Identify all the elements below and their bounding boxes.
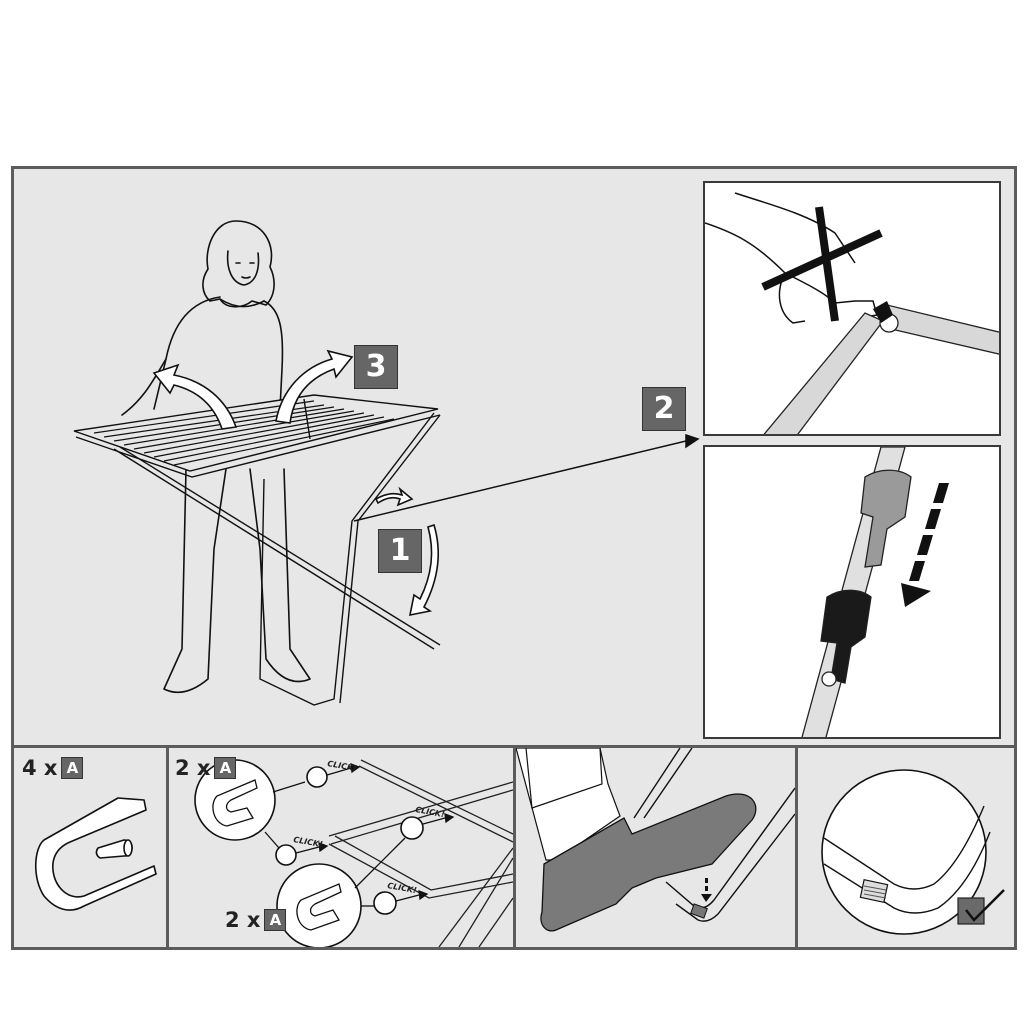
dashed-arrow-down-icon: [901, 483, 949, 607]
checkbox-checked-icon: [957, 897, 985, 925]
clip-part-illustration: [34, 797, 157, 911]
clip-position-3: [400, 816, 424, 840]
dashed-arrow-down-icon: [701, 878, 712, 902]
part-a-badge: A: [61, 757, 84, 779]
clip-group-bottom-label: 2 x A: [225, 908, 287, 932]
panel-divider: [513, 748, 516, 947]
panel-divider: [795, 748, 798, 947]
hand-on-hinge-illustration: [705, 192, 999, 434]
part-a-badge: A: [264, 909, 287, 931]
step-badge-2: 2: [642, 387, 686, 431]
clip-position-2: [275, 844, 297, 866]
foot-pressing-leg-illustration: [516, 748, 795, 932]
sleeve-unlocked: [860, 469, 912, 568]
section-divider: [14, 745, 1014, 748]
shoe-icon: [540, 793, 757, 932]
clip-group-top-label: 2 x A: [175, 756, 237, 780]
step-badge-1: 1: [378, 529, 422, 573]
clip-quantity-label: 4 x A: [22, 756, 84, 780]
clip-position-4: [373, 891, 397, 915]
checkmark-icon: [965, 889, 1005, 922]
instruction-frame: 3 2 1: [11, 166, 1017, 950]
woman-unfolding-rack-illustration: [73, 220, 700, 706]
panel-clip-part: 4 x A: [14, 748, 166, 947]
quantity-text: 2 x: [175, 756, 211, 780]
clip-installed: [859, 878, 889, 904]
panel-clip-installation: CLICK! CLICK! CLICK! CLICK! 2 x A 2 x A: [169, 748, 513, 947]
quantity-text: 4 x: [22, 756, 58, 780]
magnifier-bottom: [276, 863, 362, 947]
panel-result-check: [798, 748, 1014, 947]
leg-trouser: [525, 748, 603, 809]
step-badge-3: 3: [354, 345, 398, 389]
inset-slide-lock: [703, 445, 1001, 739]
bottom-steps-row: 4 x A: [14, 748, 1014, 947]
hinge-pinch-point: [873, 301, 893, 323]
part-a-badge: A: [214, 757, 237, 779]
panel-foot-press: [516, 748, 795, 947]
foot-cap: [690, 903, 708, 919]
clip-position-1: [306, 766, 328, 788]
sliding-sleeve-illustration: [801, 447, 949, 737]
panel-divider: [166, 748, 169, 947]
prohibited-x-icon: [761, 206, 883, 322]
click-label-2: CLICK!: [293, 835, 324, 849]
correct-installation-illustration: [821, 769, 1005, 935]
inset-joint-warning: [703, 181, 1001, 436]
clip-installation-illustration: CLICK! CLICK! CLICK! CLICK!: [194, 759, 513, 947]
quantity-text: 2 x: [225, 908, 261, 932]
main-assembly-panel: 3 2 1: [14, 169, 1014, 745]
